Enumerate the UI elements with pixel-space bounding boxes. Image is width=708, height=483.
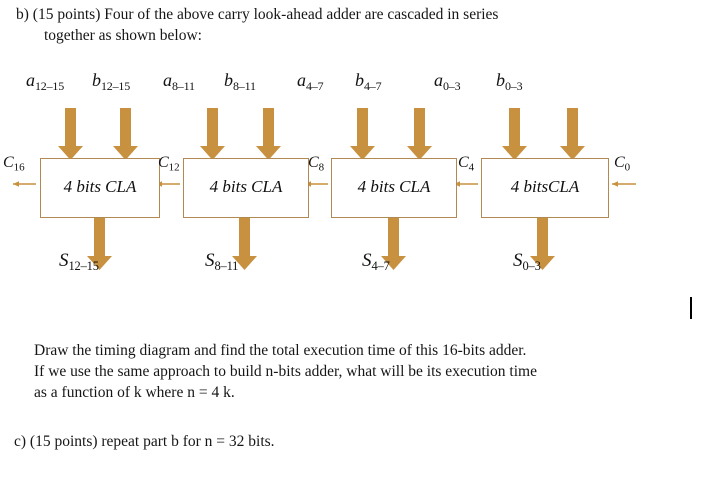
cla-block-label: 4 bitsCLA <box>510 177 580 196</box>
carry-label-base: C <box>158 154 169 171</box>
input-label-base: b <box>496 70 505 90</box>
carry-label-c4: C4 <box>458 154 474 174</box>
input-label-base: a <box>297 70 306 90</box>
sum-label-sub: 8–11 <box>214 259 239 273</box>
input-arrows <box>58 108 585 160</box>
input-label-base: b <box>224 70 233 90</box>
input-label-sub: 4–7 <box>364 78 382 93</box>
carry-label-sub: 12 <box>168 161 180 174</box>
cla-block-0-3: 4 bitsCLA <box>481 158 609 218</box>
input-label-sub: 12–15 <box>35 78 65 93</box>
sum-label-s12-15: S12–15 <box>59 250 99 274</box>
input-label-base: b <box>92 70 101 90</box>
sum-label-s0-3: S0–3 <box>513 250 541 274</box>
input-label-a-12-15: a12–15 <box>26 70 64 94</box>
cla-block-label: 4 bits CLA <box>357 177 431 196</box>
carry-label-sub: 4 <box>468 161 475 174</box>
sum-label-base: S <box>59 250 69 271</box>
sum-label-base: S <box>362 250 372 271</box>
input-label-base: b <box>355 70 364 90</box>
carry-label-base: C <box>614 154 625 171</box>
input-label-b-0-3: b0–3 <box>496 70 523 94</box>
body-line-1: Draw the timing diagram and find the tot… <box>34 342 527 359</box>
input-label-base: a <box>26 70 35 90</box>
input-label-base: a <box>163 70 172 90</box>
cla-cascade-diagram: a12–15 b12–15 a8–11 b8–11 a4–7 b4–7 a0–3… <box>0 60 708 290</box>
input-label-b-4-7: b4–7 <box>355 70 382 94</box>
input-label-b-12-15: b12–15 <box>92 70 130 94</box>
input-label-sub: 8–11 <box>233 78 256 93</box>
carry-label-c16: C16 <box>3 154 25 174</box>
question-c-line: c) (15 points) repeat part b for n = 32 … <box>14 433 275 450</box>
carry-label-c8: C8 <box>308 154 324 174</box>
sum-label-s8-11: S8–11 <box>205 250 238 274</box>
cla-block-label: 4 bits CLA <box>63 177 137 196</box>
carry-label-c0: C0 <box>614 154 630 174</box>
input-label-sub: 0–3 <box>443 78 461 93</box>
cla-block-4-7: 4 bits CLA <box>331 158 457 218</box>
carry-label-base: C <box>3 154 14 171</box>
cla-block-8-11: 4 bits CLA <box>183 158 309 218</box>
carry-label-sub: 16 <box>13 161 25 174</box>
input-label-sub: 0–3 <box>505 78 523 93</box>
carry-label-sub: 8 <box>318 161 325 174</box>
input-label-sub: 12–15 <box>101 78 131 93</box>
body-line-2: If we use the same approach to build n-b… <box>34 363 537 380</box>
cla-block-label: 4 bits CLA <box>209 177 283 196</box>
input-label-a-4-7: a4–7 <box>297 70 324 94</box>
input-label-a-0-3: a0–3 <box>434 70 461 94</box>
carry-label-base: C <box>458 154 469 171</box>
body-line-3: as a function of k where n = 4 k. <box>34 384 235 401</box>
carry-label-base: C <box>308 154 319 171</box>
sum-arrows <box>87 218 555 270</box>
input-label-b-8-11: b8–11 <box>224 70 256 94</box>
sum-label-base: S <box>513 250 523 271</box>
carry-label-c12: C12 <box>158 154 180 174</box>
cla-block-12-15: 4 bits CLA <box>40 158 160 218</box>
input-label-base: a <box>434 70 443 90</box>
sum-label-sub: 4–7 <box>371 259 390 273</box>
input-label-sub: 4–7 <box>306 78 324 93</box>
input-label-sub: 8–11 <box>172 78 195 93</box>
question-b-line-2: together as shown below: <box>44 27 202 44</box>
input-label-a-8-11: a8–11 <box>163 70 195 94</box>
sum-label-s4-7: S4–7 <box>362 250 390 274</box>
sum-label-sub: 12–15 <box>68 259 99 273</box>
text-cursor-caret <box>690 297 692 319</box>
sum-label-base: S <box>205 250 215 271</box>
carry-label-sub: 0 <box>624 161 631 174</box>
question-b-line-1: b) (15 points) Four of the above carry l… <box>16 6 499 23</box>
sum-label-sub: 0–3 <box>522 259 541 273</box>
